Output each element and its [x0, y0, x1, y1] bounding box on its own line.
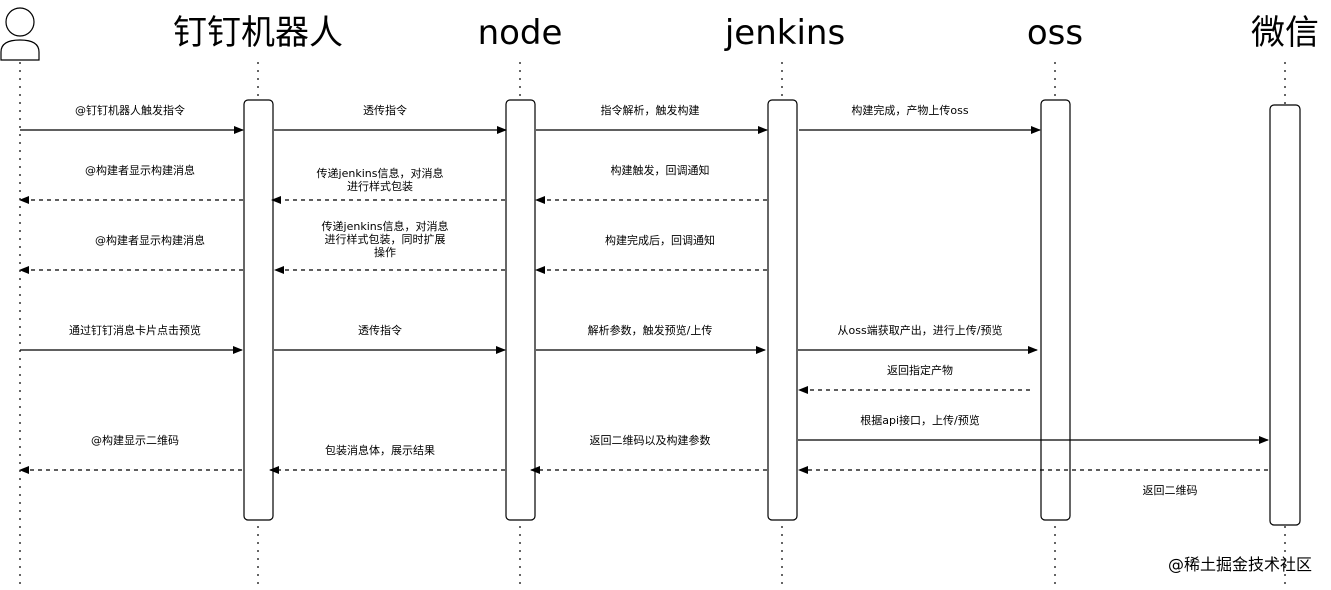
- watermark: @稀土掘金技术社区: [1168, 555, 1312, 574]
- message-label: 根据api接口，上传/预览: [860, 413, 980, 427]
- message-label: 指令解析，触发构建: [601, 103, 700, 117]
- participant-jenkins-title: jenkins: [724, 13, 845, 53]
- message-label: @构建显示二维码: [91, 433, 179, 447]
- message-label: 返回指定产物: [887, 363, 953, 377]
- activation-oss: [1040, 99, 1071, 521]
- message-label: 构建完成后，回调通知: [605, 233, 715, 247]
- participant-dingbot-title: 钉钉机器人: [173, 13, 343, 53]
- activation-dingbot: [243, 99, 274, 521]
- message-label: 传递jenkins信息，对消息进行样式包装: [317, 166, 444, 193]
- message-label: 从oss端获取产出，进行上传/预览: [838, 323, 1003, 337]
- message-label: 返回二维码: [1143, 484, 1198, 497]
- message-label: 透传指令: [363, 103, 407, 117]
- participant-node-title: node: [478, 13, 563, 53]
- message-label: 包装消息体，展示结果: [325, 443, 435, 457]
- participant-wechat-title: 微信: [1251, 13, 1319, 53]
- message-label: @构建者显示构建消息: [95, 233, 205, 247]
- activation-wechat: [1269, 104, 1301, 526]
- message-label: @钉钉机器人触发指令: [75, 103, 185, 117]
- activation-jenkins: [767, 99, 798, 521]
- message-label: 透传指令: [358, 323, 402, 337]
- user-actor-icon: [0, 7, 40, 61]
- message-label: @构建者显示构建消息: [85, 163, 195, 177]
- message-label: 解析参数，触发预览/上传: [588, 323, 713, 337]
- message-label: 通过钉钉消息卡片点击预览: [69, 323, 201, 337]
- message-label: 传递jenkins信息，对消息进行样式包装，同时扩展操作: [322, 219, 449, 259]
- message-label: 构建完成，产物上传oss: [851, 103, 968, 117]
- message-label: 构建触发，回调通知: [611, 163, 710, 177]
- activation-node: [505, 99, 536, 521]
- participant-oss-title: oss: [1027, 13, 1083, 53]
- message-label: 返回二维码以及构建参数: [590, 433, 711, 447]
